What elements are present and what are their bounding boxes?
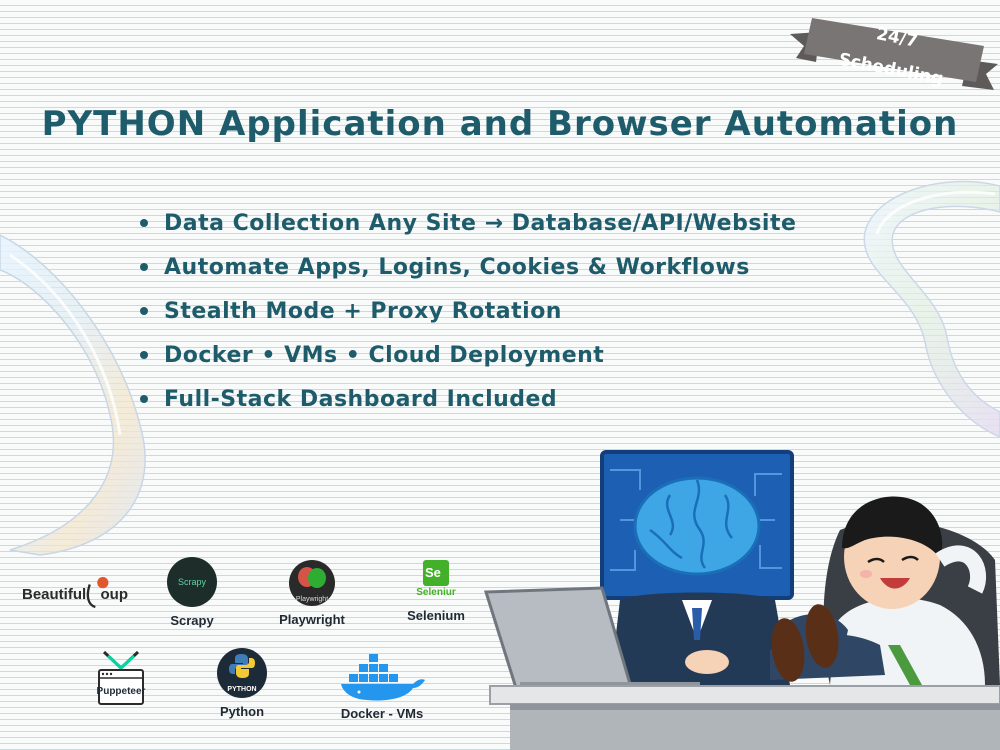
- page-title: PYTHON Application and Browser Automatio…: [41, 104, 959, 144]
- puppeteer-caption: Puppeteer: [96, 686, 146, 697]
- feature-text: Data Collection Any Site → Database/API/…: [164, 210, 797, 236]
- bullet-icon: [140, 263, 148, 271]
- python-caption: Python: [219, 704, 265, 719]
- selenium-icon: Se: [423, 560, 449, 586]
- bullet-icon: [140, 395, 148, 403]
- glass-swirl-left: [0, 234, 146, 556]
- soup-pot-icon: [86, 577, 109, 609]
- selenium-wordmark: Seleniur: [416, 587, 456, 598]
- scrapy-icon: Scrapy: [167, 557, 217, 607]
- docker-caption: Docker - VMs: [340, 706, 424, 721]
- bullet-icon: [140, 307, 148, 315]
- feature-text: Stealth Mode + Proxy Rotation: [164, 298, 562, 324]
- feature-text: Automate Apps, Logins, Cookies & Workflo…: [164, 254, 750, 280]
- feature-list: Data Collection Any Site → Database/API/…: [140, 201, 796, 421]
- beautifulsoup-wordmark-end: oup: [100, 586, 129, 603]
- python-logo: PYTHON Python: [210, 648, 274, 719]
- scrapy-caption: Scrapy: [170, 613, 214, 628]
- feature-text: Full-Stack Dashboard Included: [164, 386, 558, 412]
- docker-whale-icon: [341, 654, 425, 701]
- puppeteer-logo: Puppeteer: [90, 650, 152, 706]
- feature-item: Data Collection Any Site → Database/API/…: [140, 201, 796, 245]
- feature-item: Docker • VMs • Cloud Deployment: [140, 333, 796, 377]
- bullet-icon: [140, 219, 148, 227]
- docker-logo: Docker - VMs: [330, 650, 434, 721]
- ribbon-badge: [790, 18, 998, 90]
- selenium-logo: Se Seleniur Selenium: [400, 560, 472, 623]
- beautifulsoup-wordmark: Beautiful: [22, 586, 87, 603]
- playwright-caption: Playwright: [279, 612, 345, 627]
- brain-monitor-icon: [600, 450, 794, 600]
- selenium-caption: Selenium: [407, 608, 465, 623]
- feature-item: Stealth Mode + Proxy Rotation: [140, 289, 796, 333]
- feature-item: Automate Apps, Logins, Cookies & Workflo…: [140, 245, 796, 289]
- feature-text: Docker • VMs • Cloud Deployment: [164, 342, 605, 368]
- glass-swirl-right: [863, 180, 1000, 438]
- playwright-logo: Playwright Playwright: [276, 560, 348, 627]
- python-icon: PYTHON: [217, 648, 267, 698]
- automation-illustration: [483, 450, 1000, 750]
- playwright-masks-icon: Playwright: [289, 560, 335, 606]
- feature-item: Full-Stack Dashboard Included: [140, 377, 796, 421]
- beautifulsoup-logo: Beautiful oup: [22, 570, 128, 610]
- puppeteer-icon: [98, 650, 144, 705]
- scrapy-logo: Scrapy Scrapy: [160, 557, 224, 628]
- bullet-icon: [140, 351, 148, 359]
